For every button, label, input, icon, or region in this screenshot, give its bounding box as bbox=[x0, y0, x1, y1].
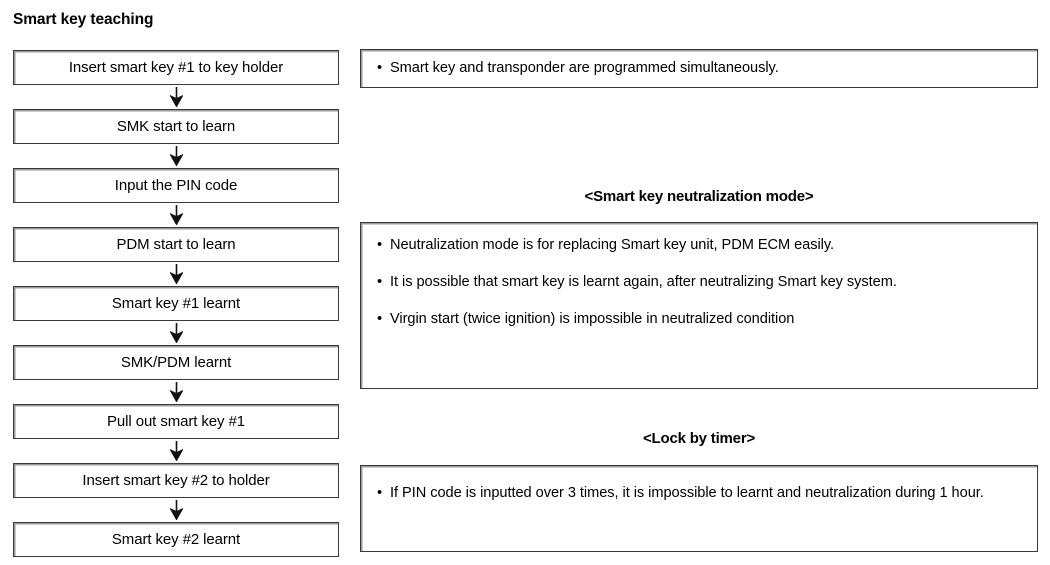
arrow-down-icon bbox=[13, 262, 339, 286]
bullet-icon: • bbox=[377, 311, 383, 327]
list-item-text: Smart key and transponder are programmed… bbox=[390, 60, 779, 76]
flow-box-input-the-pin-code: Input the PIN code bbox=[13, 168, 339, 203]
bullet-icon: • bbox=[377, 60, 383, 76]
flow-box-insert-smart-key-1: Insert smart key #1 to key holder bbox=[13, 50, 339, 85]
arrow-down-icon bbox=[13, 498, 339, 522]
flow-step: SMK/PDM learnt bbox=[13, 345, 339, 380]
bullet-list: • If PIN code is inputted over 3 times, … bbox=[377, 484, 1023, 503]
arrow-down-icon bbox=[13, 85, 339, 109]
flow-box-smk-pdm-learnt: SMK/PDM learnt bbox=[13, 345, 339, 380]
page-title: Smart key teaching bbox=[13, 11, 154, 28]
flow-step: Insert smart key #2 to holder bbox=[13, 463, 339, 498]
bullet-list: • Smart key and transponder are programm… bbox=[377, 59, 1023, 78]
flowchart-column: Insert smart key #1 to key holder SMK st… bbox=[13, 50, 339, 557]
arrow-down-icon bbox=[13, 321, 339, 345]
arrow-down-icon bbox=[13, 144, 339, 168]
list-item: • Smart key and transponder are programm… bbox=[377, 59, 1023, 78]
note-box-simultaneous: • Smart key and transponder are programm… bbox=[360, 49, 1038, 88]
list-item-text: Virgin start (twice ignition) is impossi… bbox=[390, 311, 795, 327]
flow-step: Input the PIN code bbox=[13, 168, 339, 203]
flow-box-smart-key-2-learnt: Smart key #2 learnt bbox=[13, 522, 339, 557]
list-item: • Virgin start (twice ignition) is impos… bbox=[377, 310, 1023, 329]
list-item: • Neutralization mode is for replacing S… bbox=[377, 236, 1023, 255]
flow-box-pdm-start-to-learn: PDM start to learn bbox=[13, 227, 339, 262]
notes-column: • Smart key and transponder are programm… bbox=[360, 0, 1038, 565]
list-item-text: It is possible that smart key is learnt … bbox=[390, 274, 897, 290]
flow-step: PDM start to learn bbox=[13, 227, 339, 262]
list-item-text: If PIN code is inputted over 3 times, it… bbox=[390, 485, 984, 501]
list-item: • It is possible that smart key is learn… bbox=[377, 273, 1023, 292]
flow-box-smk-start-to-learn: SMK start to learn bbox=[13, 109, 339, 144]
list-item-text: Neutralization mode is for replacing Sma… bbox=[390, 237, 835, 253]
flow-step: Insert smart key #1 to key holder bbox=[13, 50, 339, 85]
heading-lock-by-timer: <Lock by timer> bbox=[642, 430, 756, 447]
flow-step: Pull out smart key #1 bbox=[13, 404, 339, 439]
note-box-lock-by-timer: • If PIN code is inputted over 3 times, … bbox=[360, 465, 1038, 552]
flow-box-insert-smart-key-2: Insert smart key #2 to holder bbox=[13, 463, 339, 498]
list-item: • If PIN code is inputted over 3 times, … bbox=[377, 484, 1023, 503]
bullet-icon: • bbox=[377, 237, 383, 253]
arrow-down-icon bbox=[13, 439, 339, 463]
bullet-icon: • bbox=[377, 274, 383, 290]
flow-step: Smart key #1 learnt bbox=[13, 286, 339, 321]
heading-smart-key-neutralization-mode: <Smart key neutralization mode> bbox=[584, 188, 814, 205]
bullet-icon: • bbox=[377, 485, 383, 501]
flow-step: Smart key #2 learnt bbox=[13, 522, 339, 557]
note-box-neutralization: • Neutralization mode is for replacing S… bbox=[360, 222, 1038, 389]
arrow-down-icon bbox=[13, 380, 339, 404]
flow-box-pull-out-smart-key-1: Pull out smart key #1 bbox=[13, 404, 339, 439]
flow-box-smart-key-1-learnt: Smart key #1 learnt bbox=[13, 286, 339, 321]
arrow-down-icon bbox=[13, 203, 339, 227]
bullet-list: • Neutralization mode is for replacing S… bbox=[377, 236, 1023, 329]
flow-step: SMK start to learn bbox=[13, 109, 339, 144]
